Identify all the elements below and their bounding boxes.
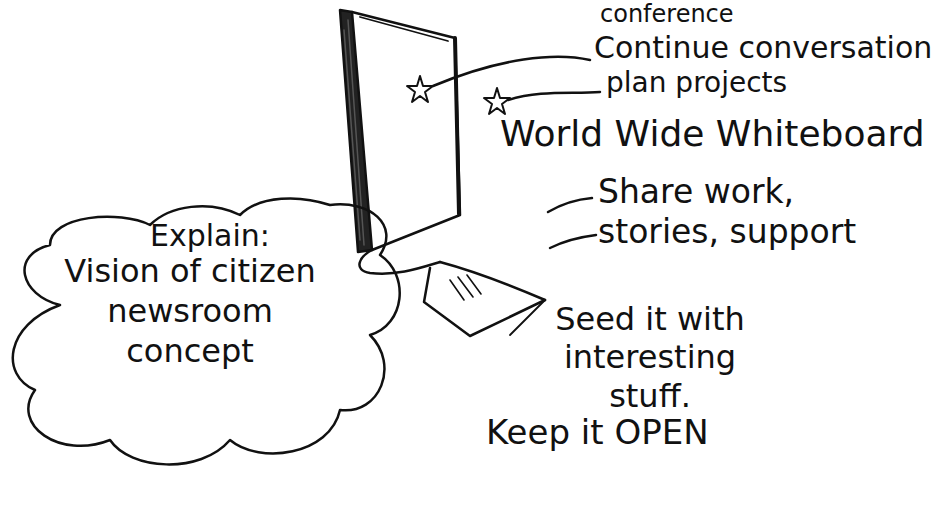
annotation-text: Share work, stories, support [598,172,858,251]
sheet-hatch [450,275,481,300]
star-symbol [407,76,433,102]
annotation-text: Keep it OPEN [486,412,709,453]
monitor-stand [359,250,440,274]
screen-bezel [360,17,448,41]
monitor-edge [340,10,372,252]
annotation-text: conference [600,0,734,29]
cloud-shape: Explain:Vision of citizen newsroom conce… [0,185,410,480]
monitor-screen [352,12,460,250]
annotation-text: plan projects [606,66,787,100]
annotation-text: Continue conversation [594,30,932,66]
edge-hatch [344,20,364,245]
leader-line [508,92,600,100]
keyboard-sheet [424,268,545,336]
leader-line [550,235,596,248]
cloud-heading: Explain: [150,217,270,255]
star-symbol [484,88,510,114]
annotation-text: Seed it with interesting stuff. [520,300,780,415]
cloud-body: Vision of citizen newsroom concept [60,251,320,371]
leader-line [433,57,590,86]
annotation-text: World Wide Whiteboard [500,112,925,155]
leader-line [548,198,592,212]
stand-top [440,262,545,300]
screen-side [455,38,459,214]
sheet-leader [510,300,545,335]
